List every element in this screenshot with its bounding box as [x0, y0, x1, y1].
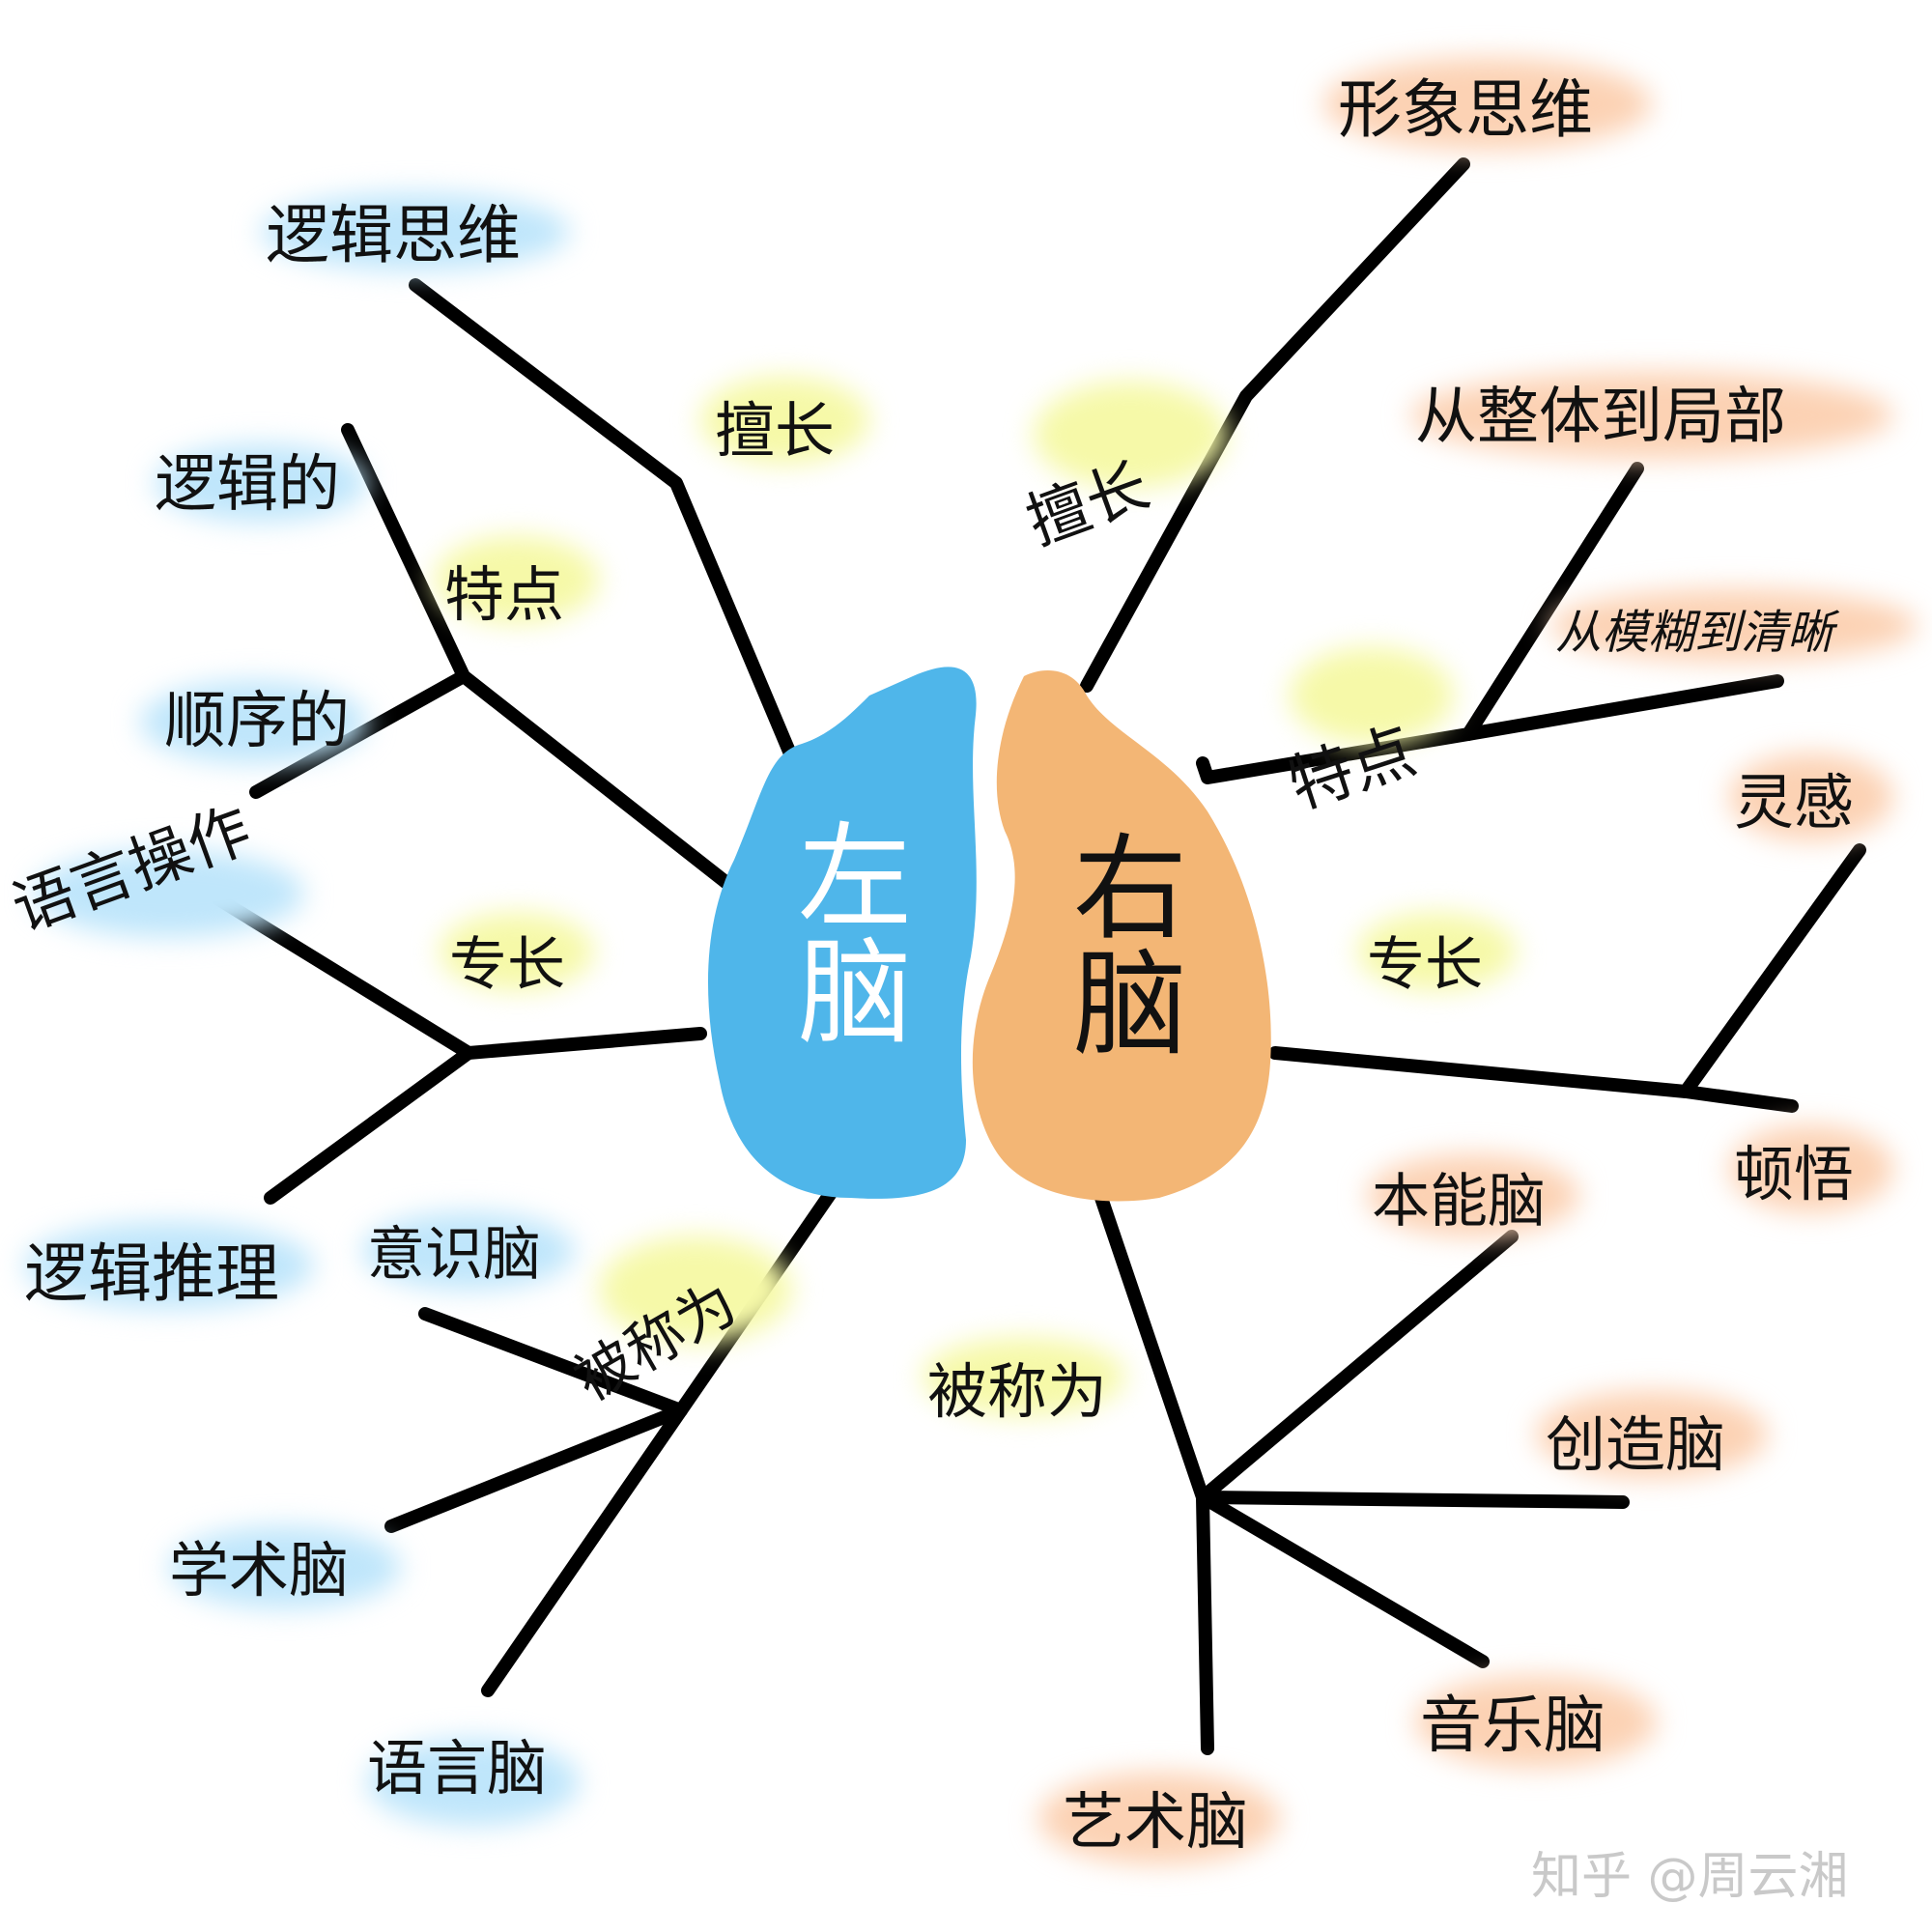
left-brain-char-1: 左: [797, 810, 912, 944]
right-traits-branch: [1196, 674, 1784, 784]
left-skills-relation: 专长: [449, 931, 565, 999]
left-good-at-branch: [409, 278, 799, 765]
right-brain-lobe: [972, 670, 1271, 1202]
right-called-branch: [1094, 1191, 1519, 1504]
right-good-at-item: 形象思维: [1338, 72, 1593, 147]
left-trait-item-1: 逻辑的: [155, 449, 340, 521]
right-called-sub-branch-3: [1196, 1491, 1214, 1755]
right-called-item-1: 本能脑: [1372, 1168, 1546, 1236]
left-called-item-1: 意识脑: [367, 1221, 541, 1289]
right-called-relation: 被称为: [927, 1356, 1108, 1427]
right-brain-char-2: 脑: [1072, 938, 1187, 1071]
right-trait-item-2: 从模糊到清晰: [1555, 606, 1834, 660]
right-trait-item-1: 从整体到局部: [1415, 382, 1786, 453]
left-called-sub-branch-2: [481, 1404, 688, 1697]
left-skills-sub-branch: [264, 1046, 475, 1205]
left-traits-relation: 特点: [444, 559, 565, 630]
left-brain-char-2: 脑: [797, 926, 912, 1060]
right-called-item-3: 音乐脑: [1420, 1690, 1605, 1762]
left-brain-label: 左 脑: [782, 819, 927, 1051]
right-called-sub-branch-1: [1196, 1491, 1630, 1509]
right-brain-char-1: 右: [1072, 822, 1187, 955]
right-traits-sub-branch: [1462, 462, 1644, 741]
left-skill-item-2: 逻辑推理: [24, 1236, 279, 1311]
right-called-item-2: 创造脑: [1546, 1409, 1726, 1480]
right-skill-item-1: 灵感: [1734, 767, 1855, 838]
left-trait-item-2: 顺序的: [164, 686, 350, 757]
right-called-item-4: 艺术脑: [1063, 1787, 1248, 1859]
left-called-sub-branch-1: [384, 1404, 688, 1533]
left-good-at-relation: 擅长: [715, 395, 836, 466]
left-good-at-item: 逻辑思维: [266, 198, 521, 272]
right-good-at-branch: [1080, 157, 1470, 693]
right-skills-sub-branch: [1679, 843, 1866, 1098]
left-called-item-2: 学术脑: [169, 1535, 350, 1605]
right-skill-item-2: 顿悟: [1734, 1139, 1855, 1209]
left-brain-lobe: [708, 667, 977, 1199]
right-skills-relation: 专长: [1367, 931, 1483, 999]
right-called-sub-branch-2: [1196, 1491, 1490, 1668]
left-called-item-3: 语言脑: [367, 1733, 548, 1804]
right-brain-label: 右 脑: [1058, 831, 1203, 1063]
watermark: 知乎 @周云湘: [1531, 1848, 1849, 1906]
